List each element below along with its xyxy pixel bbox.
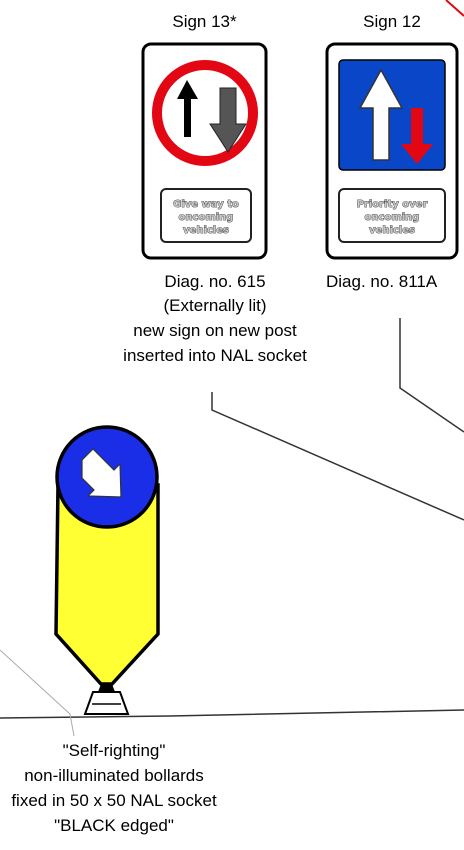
bollard-label-1: "Self-righting" — [62, 741, 166, 760]
priority-panel — [338, 59, 446, 171]
sign-12-heading: Sign 12 — [363, 12, 421, 31]
sign-13-card: Give way to oncoming vehicles — [141, 42, 268, 260]
sign-12-leader-line — [399, 318, 464, 433]
sign-13-plate-line-3: vehicles — [183, 225, 229, 236]
sign-12-card: Priority over oncoming vehicles — [325, 42, 459, 260]
bollard-label-4: "BLACK edged" — [54, 816, 174, 835]
sign-13-leader-line — [211, 392, 464, 521]
sign-12-plate-line-1: Priority over — [357, 199, 428, 210]
sign-12-plate-line-2: oncoming — [365, 212, 420, 223]
corner-red-mark — [445, 0, 464, 17]
bollard-label-pointer — [0, 649, 75, 737]
sign-12-diag: Diag. no. 811A — [326, 272, 438, 291]
sign-13-plate-line-1: Give way to — [173, 199, 239, 210]
sign-13-plate-line-2: oncoming — [179, 212, 234, 223]
sign-13-diag: Diag. no. 615 — [164, 272, 266, 291]
sign-13-note-3: inserted into NAL socket — [123, 346, 307, 365]
bollard-label-2: non-illuminated bollards — [24, 766, 204, 785]
keep-left-arrow-icon — [81, 448, 122, 498]
sign-13-note-1: (Externally lit) — [163, 296, 267, 315]
sign-13-plate — [160, 188, 252, 243]
sign-12-plate — [338, 188, 446, 243]
sign-13-note-2: new sign on new post — [133, 321, 297, 340]
priority-arrows-icon — [358, 68, 433, 164]
give-way-arrows-icon — [177, 80, 247, 153]
bollard-base — [83, 691, 130, 715]
sign-12-plate-line-3: vehicles — [369, 225, 415, 236]
sign-13-heading: Sign 13* — [172, 12, 237, 31]
ground-line — [0, 709, 464, 719]
bollard — [54, 425, 160, 715]
give-way-ring — [152, 60, 258, 166]
bollard-label-3: fixed in 50 x 50 NAL socket — [11, 791, 217, 810]
